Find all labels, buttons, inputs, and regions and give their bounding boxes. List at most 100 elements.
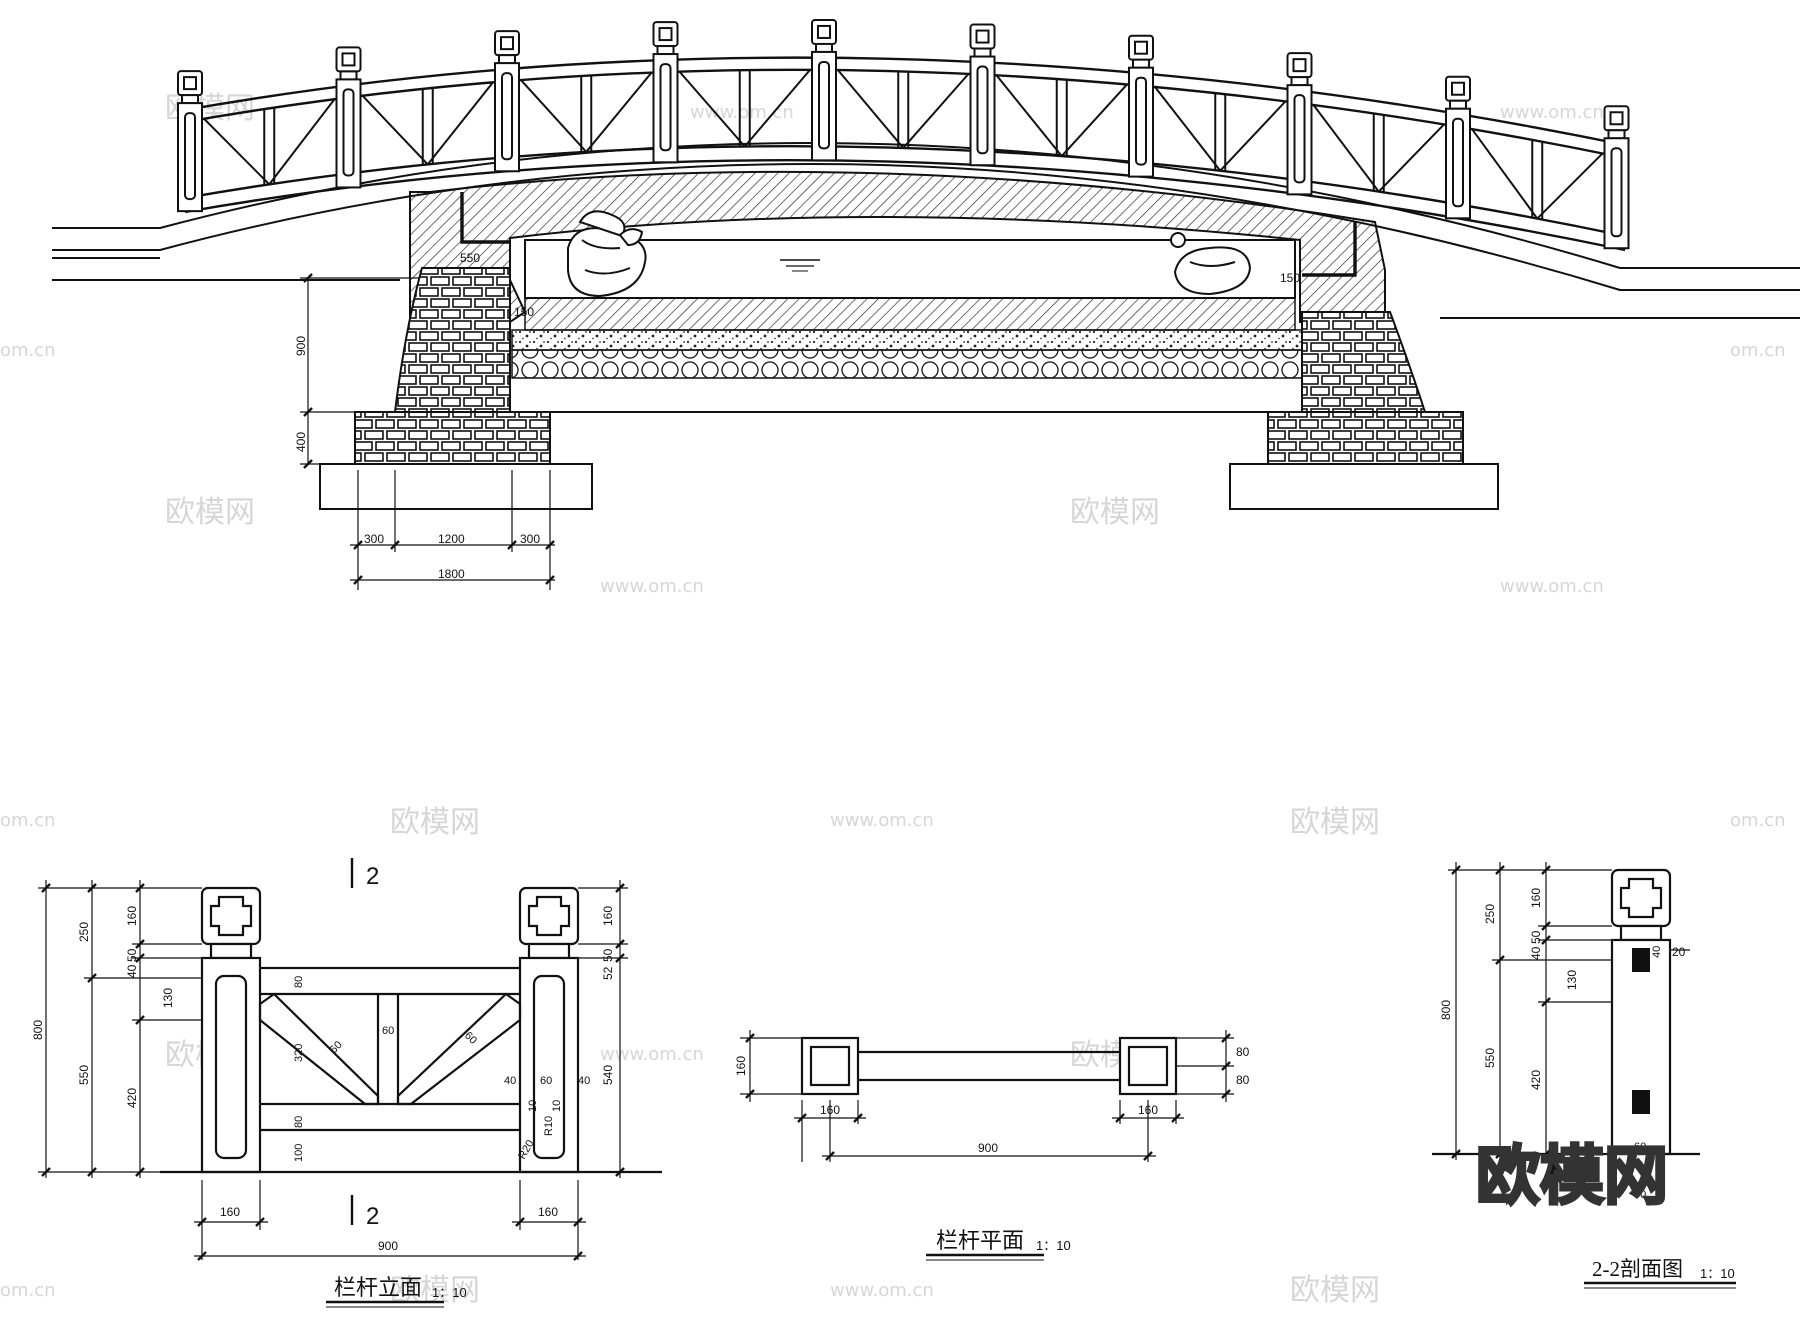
rail-section-block [1632,1090,1650,1114]
dim-label: 160 [820,1103,840,1117]
dim-label: 900 [978,1141,998,1155]
dim-label: 320 [293,1044,305,1062]
dim-label: 420 [125,1088,139,1108]
dim-label: 160 [125,906,139,926]
dim-label: 300 [520,532,540,546]
rail-post [1445,75,1471,220]
rail-post [335,46,362,189]
dim-label: 50 [601,948,615,962]
railing-dim-ticks [41,883,625,1261]
dim-label: 80 [293,1116,305,1128]
post-left [200,886,262,1174]
dim-label: 60 [328,1039,345,1056]
dim-label: 40 [504,1075,516,1087]
dim-label: 250 [1483,904,1497,924]
lattice-bar [1536,152,1604,220]
lattice-bar [585,71,653,153]
watermark-url: om.cn [0,340,56,361]
watermark-logo: 欧模网 [165,495,255,530]
watermark-logo: 欧模网 [1070,495,1160,530]
rail-post [1603,105,1630,250]
dim-label: 150 [1280,271,1300,285]
section-dim-ticks [1451,865,1551,1159]
watermark-url: www.om.cn [830,810,934,831]
left-foundation [319,463,593,510]
view-scale: 1：10 [1036,1238,1071,1253]
right-abutment-brick [1301,311,1427,413]
railing-plan: 160 160 160 900 80 80 栏杆平面 1：10 [734,1030,1250,1261]
rail-post [1286,52,1313,196]
lattice-bar [743,69,811,148]
dim-label: 20 [1672,945,1686,959]
dim-label: 150 [514,305,534,319]
lattice-bar [1471,128,1539,220]
lattice-bar [837,69,905,149]
dim-label: 900 [378,1239,398,1253]
watermark-url: om.cn [0,1280,56,1301]
section-2-2: 800 250 550 160 50 40 130 420 40 20 60 6… [1432,862,1736,1289]
water-channel [524,239,1296,299]
rail-post [969,23,996,167]
dim-label: 800 [31,1020,45,1040]
rail-post [494,30,520,173]
dim-label: 52 [601,966,615,980]
dim-label: 550 [77,1065,91,1085]
dim-label: 160 [220,1205,240,1219]
bridge-elevation: 300 1200 300 1800 900 400 550 150 150 [52,18,1800,590]
dim-label: R10 [543,1116,555,1136]
dim-label: 40 [125,964,139,978]
dim-label: 60 [382,1025,394,1037]
dim-label: 300 [364,532,384,546]
bridge-railing [184,56,1626,252]
arch-hatch [409,170,1386,323]
lattice-bar [1219,100,1287,172]
watermark-url: om.cn [1730,340,1786,361]
dim-label: 60 [1634,1141,1646,1153]
watermark-url: www.om.cn [1500,102,1604,123]
dim-label: 400 [294,432,308,452]
dim-label: 10 [551,1100,563,1112]
dim-label: 160 [1138,1103,1158,1117]
dim-label: 80 [293,976,305,988]
right-foundation [1229,463,1499,510]
lattice-bar [203,118,270,186]
rock-right [1170,232,1252,296]
lattice-bar [902,73,970,149]
plan-posts [800,1036,1178,1096]
railing-dim-lines [38,880,628,1260]
dim-label: 900 [294,336,308,356]
dim-label: 130 [1565,970,1579,990]
dim-label: 40 [1529,946,1543,960]
dim-label: 60 [540,1075,552,1087]
dim-label: 50 [1529,930,1543,944]
watermark-url: om.cn [0,810,56,831]
dim-label: 160 [1529,888,1543,908]
watermark-url: www.om.cn [600,1044,704,1065]
pebble-layer [511,349,1303,379]
lattice-bar [268,98,336,185]
dim-label: 60 [1634,1189,1646,1201]
dim-label: 130 [161,988,175,1008]
view-title: 2-2剖面图 [1592,1257,1683,1281]
view-title: 栏杆立面 [334,1275,422,1300]
lattice-bar [678,70,746,148]
watermarks: 欧模网 欧模网 欧模网 欧模网 欧模网 欧模网 欧模网 欧模网 欧模网 www.… [0,91,1786,1308]
view-scale: 1：10 [432,1285,467,1300]
section-dim-lines [1448,862,1690,1160]
lattice-bar [995,74,1063,157]
watermark-url: www.om.cn [830,1280,934,1301]
dim-label: 50 [125,948,139,962]
lattice-bar [1061,83,1128,157]
left-footing-brick [354,411,551,465]
watermark-url: www.om.cn [1500,576,1604,597]
dim-label: 800 [1439,1000,1453,1020]
elevation-dim-ticks [303,273,555,585]
rail-post [177,70,203,213]
watermark-logo: 欧模网 [1290,1273,1380,1308]
dim-label: 550 [1483,1048,1497,1068]
dim-label: 10 [527,1100,539,1112]
dim-label: 160 [538,1205,558,1219]
rebar-right [1302,222,1357,277]
rail-lattice [203,69,1604,220]
